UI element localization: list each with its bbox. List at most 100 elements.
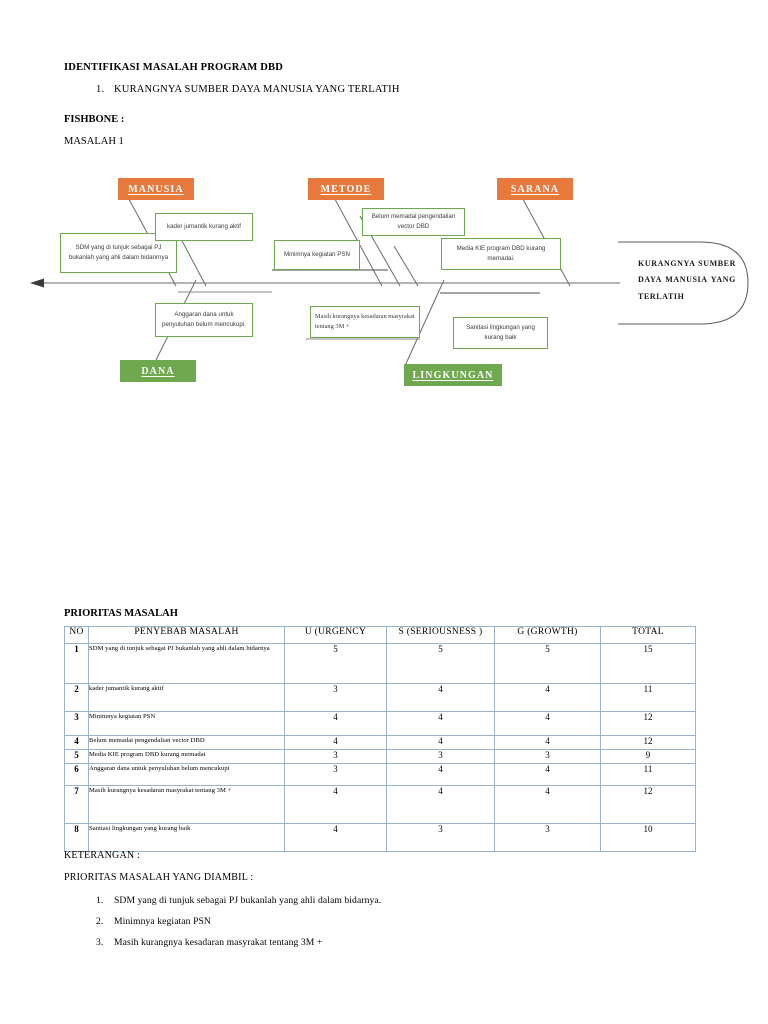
header-list-item: 1. KURANGNYA SUMBER DAYA MANUSIA YANG TER… xyxy=(96,84,400,95)
cell-u: 4 xyxy=(284,823,387,852)
cell-total: 12 xyxy=(600,711,696,736)
cause-box-anggaran[interactable]: Anggaran dana untuk penyuluhan belum men… xyxy=(155,303,253,337)
cell-u: 3 xyxy=(284,763,387,786)
cell-total: 12 xyxy=(600,735,696,750)
cell-g: 4 xyxy=(494,763,601,786)
cell-total: 11 xyxy=(600,683,696,712)
cause-box-psn-label: Minimnya kegiatan PSN xyxy=(283,251,351,259)
table-row: 2 kader jumantik kurang aktif 3 4 4 11 xyxy=(64,683,696,712)
cell-penyebab: Anggaran dana untuk penyuluhan belum men… xyxy=(88,763,285,786)
category-dana[interactable]: DANA xyxy=(120,360,196,382)
col-urgency: U (URGENCY xyxy=(284,626,387,644)
cause-box-sanitasi-label: Sanitasi lingkungan yang kurang baik xyxy=(466,324,535,341)
cell-total: 11 xyxy=(600,763,696,786)
effect-word-daya: DAYA xyxy=(638,275,663,285)
cell-u: 4 xyxy=(284,735,387,750)
col-total: TOTAL xyxy=(600,626,696,644)
table-row: 5 Media KIE program DBD kurang memadai 3… xyxy=(64,749,696,764)
category-manusia[interactable]: MANUSIA xyxy=(118,178,194,200)
cell-s: 3 xyxy=(386,823,495,852)
effect-line-3: TERLATIH xyxy=(638,289,736,305)
cell-u: 4 xyxy=(284,785,387,824)
cell-no: 5 xyxy=(64,749,89,764)
table-row: 4 Belum memadai pengendalian vector DBD … xyxy=(64,735,696,750)
cause-box-sanitasi[interactable]: Sanitasi lingkungan yang kurang baik xyxy=(453,317,548,349)
cell-no: 3 xyxy=(64,711,89,736)
page-title: IDENTIFIKASI MASALAH PROGRAM DBD xyxy=(64,62,284,73)
cell-total: 9 xyxy=(600,749,696,764)
cause-box-vector-label: Belum memadai pengendalian vector DBD xyxy=(371,213,456,230)
effect-word-yang: YANG xyxy=(710,275,736,285)
footer-item-number: 1. xyxy=(96,895,104,906)
effect-word-terlatih: TERLATIH xyxy=(638,291,685,301)
category-sarana[interactable]: SARANA xyxy=(497,178,573,200)
fishbone-diagram: MANUSIA METODE SARANA DANA LINGKUNGAN SD… xyxy=(0,160,768,410)
footer-item-number: 2. xyxy=(96,916,104,927)
cell-no: 2 xyxy=(64,683,89,712)
effect-head: KURANGNYA SUMBER DAYA MANUSIA YANG TERLA… xyxy=(624,242,748,315)
fishbone-label: FISHBONE : xyxy=(64,114,125,125)
category-metode-label: METODE xyxy=(320,183,372,195)
col-serious: S (SERIOUSNESS ) xyxy=(386,626,495,644)
cell-penyebab: Belum memadai pengendalian vector DBD xyxy=(88,735,285,750)
cell-penyebab: Minimnya kegiatan PSN xyxy=(88,711,285,736)
footer-item-text: Masih kurangnya kesadaran masyrakat tent… xyxy=(114,937,323,948)
cell-g: 4 xyxy=(494,785,601,824)
cell-u: 3 xyxy=(284,683,387,712)
cell-s: 4 xyxy=(386,711,495,736)
footer-item-text: SDM yang di tunjuk sebagai PJ bukanlah y… xyxy=(114,895,382,906)
footer-list-item: 2. Minimnya kegiatan PSN xyxy=(96,916,211,927)
cause-box-vector[interactable]: Belum memadai pengendalian vector DBD xyxy=(362,208,465,236)
category-dana-label: DANA xyxy=(141,365,175,377)
cell-g: 4 xyxy=(494,711,601,736)
category-lingkungan[interactable]: LINGKUNGAN xyxy=(404,364,502,386)
cause-box-psn[interactable]: Minimnya kegiatan PSN xyxy=(274,240,360,270)
prioritas-diambil-label: PRIORITAS MASALAH YANG DIAMBIL : xyxy=(64,872,254,883)
cell-s: 5 xyxy=(386,643,495,684)
cell-total: 12 xyxy=(600,785,696,824)
cause-box-kader-label: kader jumantik kurang aktif xyxy=(167,223,241,231)
cell-u: 5 xyxy=(284,643,387,684)
cell-penyebab: Masih kurangnya kesadaran masyrakat tent… xyxy=(88,785,285,824)
cause-box-anggaran-label: Anggaran dana untuk penyuluhan belum men… xyxy=(162,311,246,328)
cell-s: 4 xyxy=(386,763,495,786)
header-list-number: 1. xyxy=(96,84,105,95)
footer-list-item: 3. Masih kurangnya kesadaran masyrakat te… xyxy=(96,937,322,948)
category-lingkungan-label: LINGKUNGAN xyxy=(412,369,494,381)
cause-box-media-kie-label: Media KIE program DBD kurang memadai. xyxy=(456,245,546,262)
col-growth: G (GROWTH) xyxy=(494,626,601,644)
cell-g: 3 xyxy=(494,749,601,764)
table-header-row: NO PENYEBAB MASALAH U (URGENCY S (SERIOU… xyxy=(64,626,696,644)
cause-box-kesadaran[interactable]: Masih kurangnya kesadaran masyrakat tent… xyxy=(310,306,420,338)
footer-item-number: 3. xyxy=(96,937,104,948)
category-manusia-label: MANUSIA xyxy=(128,183,184,195)
footer-item-text: Minimnya kegiatan PSN xyxy=(114,916,211,927)
effect-word-sumber: SUMBER xyxy=(698,259,736,268)
effect-line-2: DAYA MANUSIA YANG xyxy=(638,272,736,288)
cause-box-kader[interactable]: kader jumantik kurang aktif xyxy=(155,213,253,241)
effect-word-kurangnya: KURANGNYA xyxy=(638,259,696,268)
cell-no: 4 xyxy=(64,735,89,750)
cell-penyebab: kader jumantik kurang aktif xyxy=(88,683,285,712)
cell-g: 4 xyxy=(494,683,601,712)
cell-no: 7 xyxy=(64,785,89,824)
effect-line-1: KURANGNYA SUMBER xyxy=(638,256,736,272)
cell-s: 4 xyxy=(386,735,495,750)
cell-no: 8 xyxy=(64,823,89,852)
table-row: 1 SDM yang di tunjuk sebagai PJ bukanlah… xyxy=(64,643,696,684)
table-title: PRIORITAS MASALAH xyxy=(64,608,178,619)
problem-label: MASALAH 1 xyxy=(64,136,124,147)
header-list-text: KURANGNYA SUMBER DAYA MANUSIA YANG TERLA… xyxy=(114,84,400,95)
category-metode[interactable]: METODE xyxy=(308,178,384,200)
cell-total: 15 xyxy=(600,643,696,684)
cell-g: 4 xyxy=(494,735,601,750)
cell-u: 3 xyxy=(284,749,387,764)
category-sarana-label: SARANA xyxy=(510,183,560,195)
cell-total: 10 xyxy=(600,823,696,852)
footer-list-item: 1. SDM yang di tunjuk sebagai PJ bukanlah… xyxy=(96,895,381,906)
cause-box-media-kie[interactable]: Media KIE program DBD kurang memadai. xyxy=(441,238,561,270)
table-row: 6 Anggaran dana untuk penyuluhan belum m… xyxy=(64,763,696,786)
prioritas-table: NO PENYEBAB MASALAH U (URGENCY S (SERIOU… xyxy=(64,626,696,852)
table-row: 3 Minimnya kegiatan PSN 4 4 4 12 xyxy=(64,711,696,736)
